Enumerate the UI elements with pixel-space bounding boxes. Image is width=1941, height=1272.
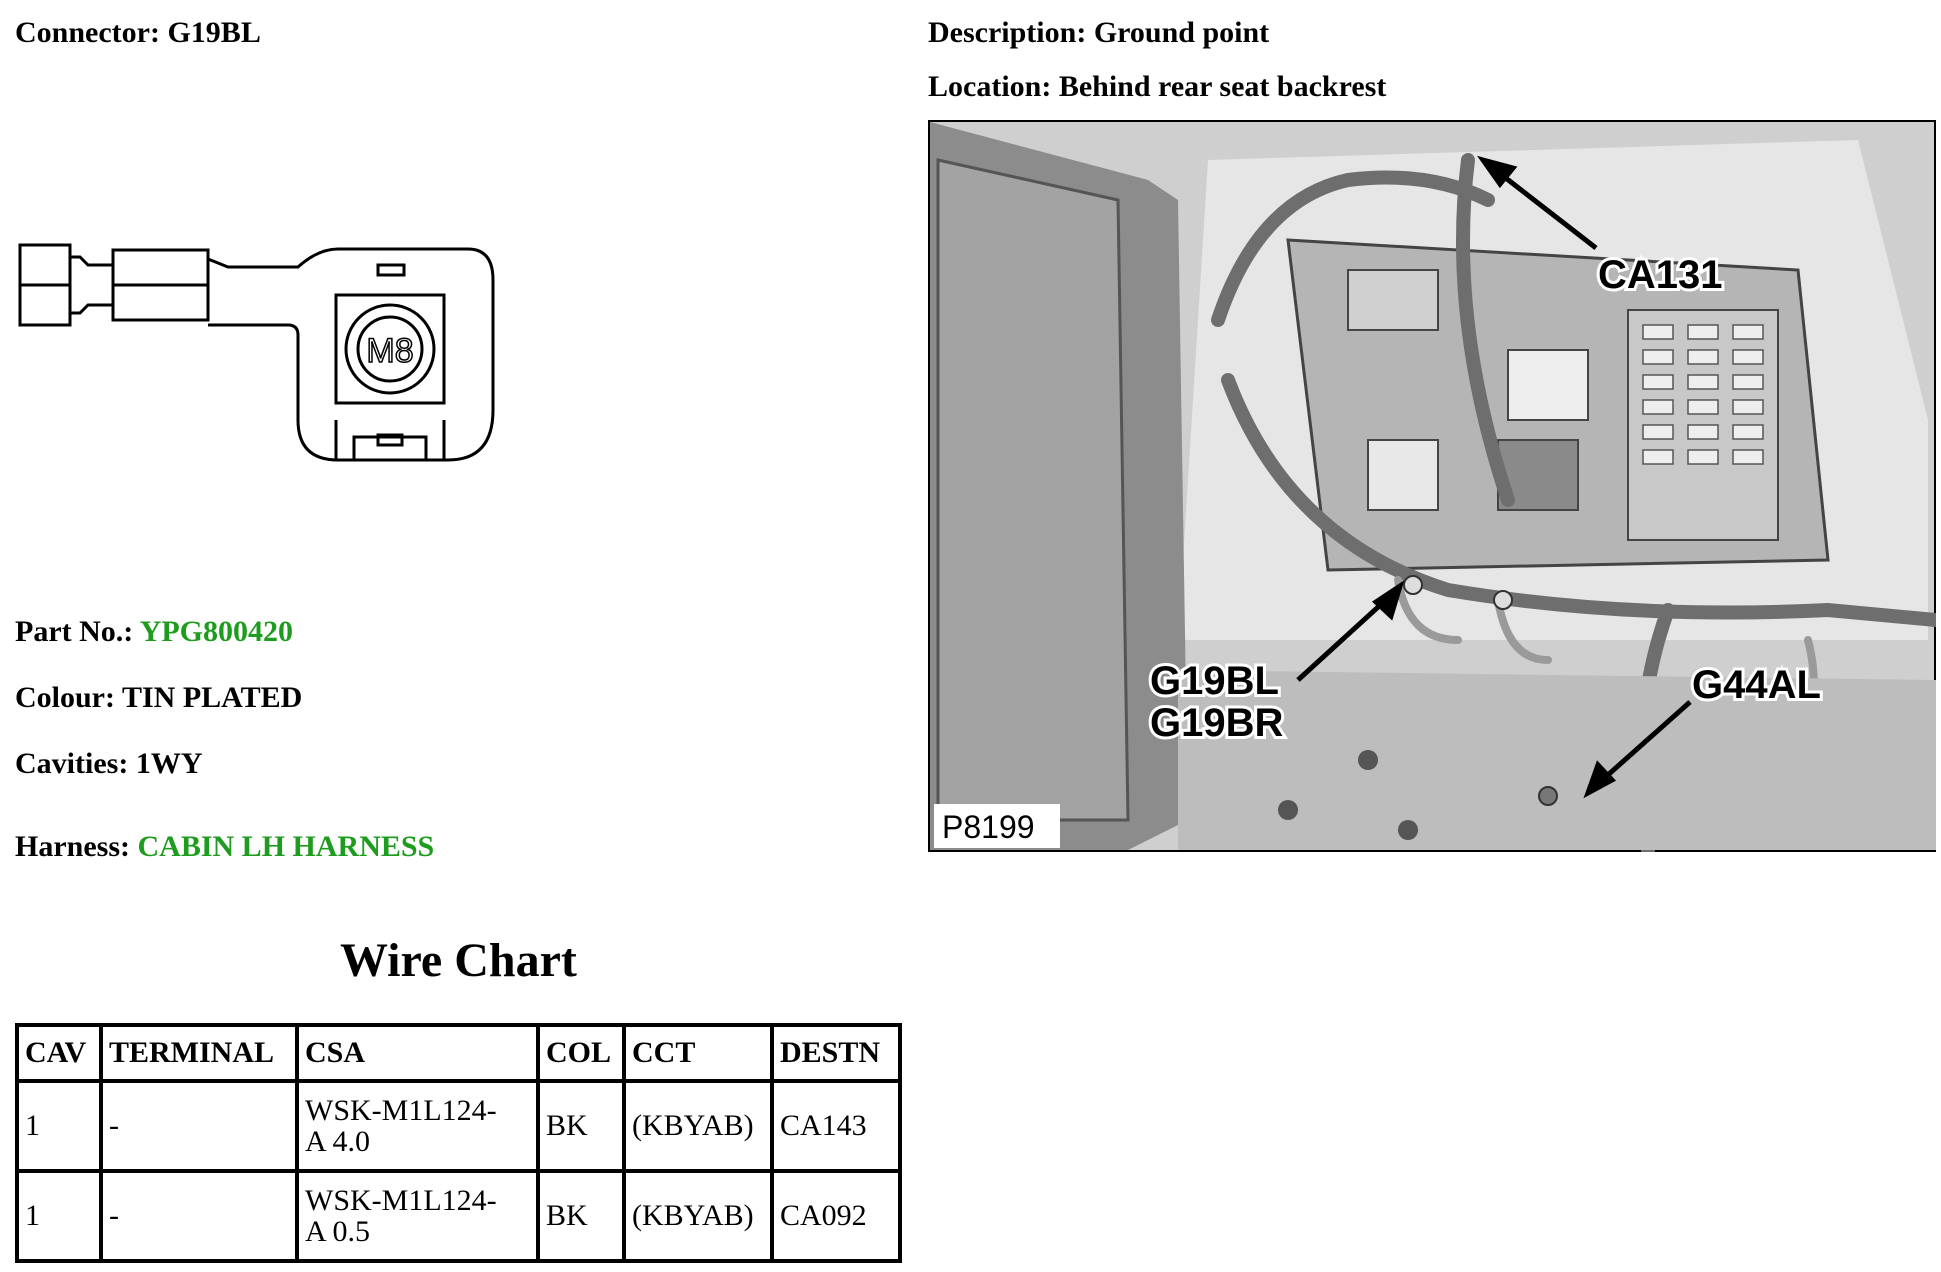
callout-g19br: G19BR (1150, 701, 1283, 745)
part-no-link[interactable]: YPG800420 (139, 615, 294, 648)
csa-line: A 0.5 (305, 1215, 371, 1248)
cavities-value: 1WY (135, 747, 203, 780)
connector-label: Connector: (15, 16, 160, 49)
cell-terminal: - (99, 1079, 299, 1173)
csa-line: WSK-M1L124- (305, 1183, 497, 1217)
wire-chart-header-row: CAV TERMINAL CSA COL CCT DESTN (15, 1023, 902, 1083)
cell-destn: CA143 (770, 1079, 902, 1173)
header-csa: CSA (295, 1023, 540, 1083)
callout-g44al: G44AL (1692, 663, 1821, 707)
table-row: 1 - WSK-M1L124- A 4.0 BK (KBYAB) CA143 (15, 1079, 902, 1173)
location-label: Location: (928, 70, 1052, 103)
cavities-label: Cavities: (15, 747, 129, 780)
connector-value: G19BL (167, 16, 261, 49)
cavities-field: Cavities: 1WY (15, 749, 202, 779)
cell-cct: (KBYAB) (622, 1079, 774, 1173)
cell-cav: 1 (15, 1079, 103, 1173)
header-col: COL (536, 1023, 626, 1083)
part-no-label: Part No.: (15, 615, 134, 648)
connector-field: Connector: G19BL (15, 18, 261, 48)
colour-field: Colour: TIN PLATED (15, 683, 302, 713)
header-destn: DESTN (770, 1023, 902, 1083)
header-terminal: TERMINAL (99, 1023, 299, 1083)
wire-chart-table: CAV TERMINAL CSA COL CCT DESTN 1 - WSK-M… (15, 1023, 902, 1263)
table-row: 1 - WSK-M1L124- A 0.5 BK (KBYAB) CA092 (15, 1169, 902, 1263)
cell-cct: (KBYAB) (622, 1169, 774, 1263)
header-cav: CAV (15, 1023, 103, 1083)
cell-col: BK (536, 1169, 626, 1263)
cell-cav: 1 (15, 1169, 103, 1263)
cell-destn: CA092 (770, 1169, 902, 1263)
figure-id: P8199 (942, 809, 1035, 845)
location-field: Location: Behind rear seat backrest (928, 72, 1386, 102)
harness-label: Harness: (15, 830, 130, 863)
location-photo: CA131 G19BL G19BR G44AL P8199 (928, 120, 1936, 852)
cell-col: BK (536, 1079, 626, 1173)
description-value: Ground point (1093, 16, 1270, 49)
description-field: Description: Ground point (928, 18, 1269, 48)
cell-terminal: - (99, 1169, 299, 1263)
wire-chart-title: Wire Chart (340, 934, 577, 987)
colour-label: Colour: (15, 681, 115, 714)
callout-ca131: CA131 (1598, 253, 1723, 297)
description-label: Description: (928, 16, 1087, 49)
harness-field: Harness: CABIN LH HARNESS (15, 832, 434, 862)
csa-line: A 4.0 (305, 1125, 371, 1158)
csa-line: WSK-M1L124- (305, 1093, 497, 1127)
part-no-field: Part No.: YPG800420 (15, 617, 293, 647)
colour-value: TIN PLATED (121, 681, 303, 714)
cell-csa: WSK-M1L124- A 0.5 (295, 1169, 540, 1263)
ring-terminal-drawing: M8 (18, 243, 495, 462)
cell-csa: WSK-M1L124- A 4.0 (295, 1079, 540, 1173)
header-cct: CCT (622, 1023, 774, 1083)
location-value: Behind rear seat backrest (1058, 70, 1387, 103)
stud-size-label: M8 (366, 332, 413, 370)
callout-g19bl: G19BL (1150, 659, 1279, 703)
harness-link[interactable]: CABIN LH HARNESS (137, 830, 435, 863)
